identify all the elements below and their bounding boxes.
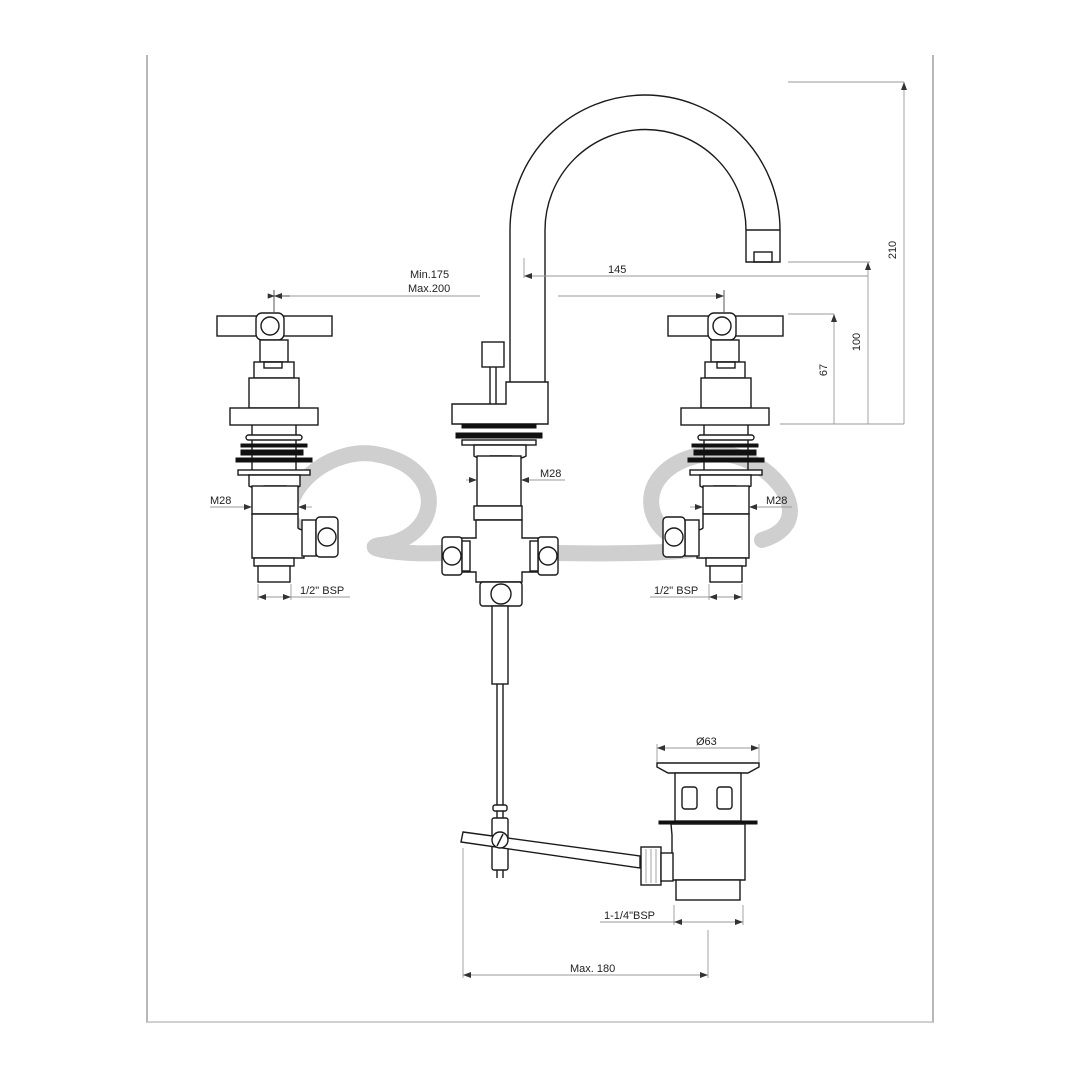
gooseneck-spout — [451, 94, 781, 521]
handle-spacing-max-label: Max.200 — [408, 283, 451, 295]
dimension-lines — [210, 81, 907, 978]
spout-outlet-height-label: 100 — [851, 332, 864, 352]
handle-height-label: 67 — [818, 363, 831, 377]
handle-spacing-min-label: Min.175 — [410, 269, 450, 281]
left-cross-handle-valve — [216, 312, 339, 583]
total-height-label: 210 — [887, 240, 900, 260]
right-cross-handle-valve — [662, 312, 784, 583]
drawing-frame — [146, 55, 934, 1023]
waste-diameter-label: Ø63 — [696, 736, 717, 748]
waste-thread-label: 1-1/4"BSP — [604, 910, 655, 922]
left-inlet-label: 1/2" BSP — [300, 585, 345, 597]
spout-reach-label: 145 — [608, 264, 627, 276]
left-valve-thread-label: M28 — [210, 495, 232, 507]
mixing-tee — [441, 519, 559, 805]
pop-up-rod-reach-label: Max. 180 — [570, 963, 616, 975]
center-body-thread-label: M28 — [540, 468, 562, 480]
pop-up-linkage — [460, 804, 641, 878]
right-inlet-label: 1/2" BSP — [654, 585, 699, 597]
pop-up-waste — [640, 762, 760, 901]
right-valve-thread-label: M28 — [766, 495, 788, 507]
